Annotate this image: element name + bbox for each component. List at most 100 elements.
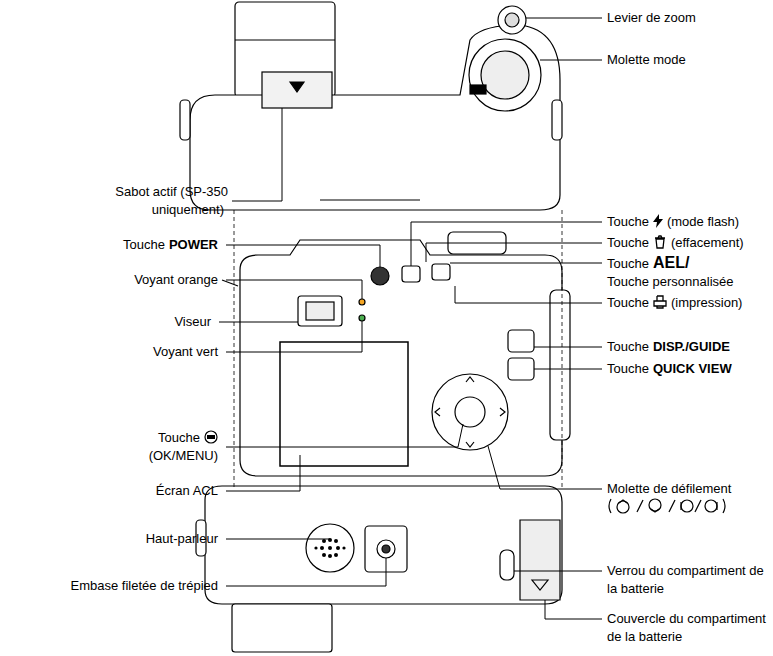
callout-label: Molette de défilement [607,480,735,517]
leader-line [450,263,602,264]
strap-eyelet [552,100,562,140]
part-label: Touche [158,430,200,445]
part-label: Touche [607,339,649,354]
drawing-part [609,499,725,513]
callout-label: Embase filetée de trépied [71,577,222,595]
green-lamp [359,315,365,321]
leader-line [540,60,602,61]
leader-line [232,108,282,201]
leader-line [226,424,463,447]
leader-line [226,280,362,299]
part-label: Haut-parleur [146,531,218,546]
part-label: (mode flash) [667,214,739,229]
part-label: Voyant orange [134,272,218,287]
print-icon [653,295,667,309]
leader-lines [219,18,602,619]
grip [550,290,570,440]
leader-line [534,347,602,348]
drawing-part [653,214,663,228]
leader-line [226,245,380,267]
camera-body-top [190,25,560,210]
part-label: Touche [607,214,649,229]
drawing-part [723,499,725,513]
part-label: Molette mode [607,52,686,67]
part-label: Embase filetée de trépied [71,578,218,593]
button-symbol [204,430,222,445]
orange-lamp [359,299,365,305]
strap-eyelet [180,100,190,140]
shutter-button [505,13,519,27]
leader-line [226,539,330,540]
callout-label: Touche(impression) [607,294,746,312]
drawing-part [681,500,693,512]
part-label: AEL/ [653,254,689,271]
part-label: (OK/MENU) [149,448,218,463]
leader-line [534,369,602,370]
part-label: POWER [169,237,218,252]
callout-label: Touche (mode flash) [607,213,743,231]
drawing-part [609,499,611,513]
part-label: Voyant vert [153,344,218,359]
part-label: Touche [607,256,649,271]
callout-label: ToucheAEL/Touche personnalisée [607,254,737,291]
part-label: Touche [607,235,649,250]
button-symbol [653,214,667,229]
power-button [371,267,389,285]
callout-label: Touche POWER [123,236,222,254]
leader-line [455,286,602,303]
drawing-part [654,296,666,308]
drawing-part [716,502,717,510]
button-symbol [653,295,671,310]
battery-lock [500,550,514,580]
erase-icon [653,235,667,249]
drawing-part [328,546,332,550]
part-label: QUICK VIEW [653,361,732,376]
back-view [222,232,570,476]
ok-button [455,397,485,427]
drawing-part [651,509,659,512]
leader-line [545,600,602,619]
callout-label: ToucheQUICK VIEW [607,360,736,378]
drawing-part [336,546,340,550]
shoe-mark [290,82,304,92]
part-label: Molette de défilement [607,481,731,496]
drawing-part [342,546,345,549]
part-label: Touche [123,237,165,252]
drawing-part [705,500,717,512]
callout-label: Molette mode [607,51,690,69]
callout-label: Touche DISP./GUIDE [607,338,734,356]
leader-line [488,446,602,489]
viewfinder [298,296,342,326]
leader-line [514,571,602,572]
part-label: DISP./GUIDE [653,339,730,354]
callout-label: Voyant vert [153,343,222,361]
alignment-line [234,210,235,490]
ael-button [432,264,450,280]
hot-shoe [262,72,332,108]
drawing-part [695,500,701,512]
callout-label: Haut-parleur [146,530,222,548]
scroll-dial [432,374,508,450]
mode-dial-inner [481,51,529,99]
tripod-hole [382,545,390,553]
lens-ring [235,39,335,40]
ok-icon [204,430,218,444]
drawing-part [320,546,324,550]
top-buttons-edge [320,199,420,200]
button-symbol [607,500,731,515]
mode-auto-mark [470,85,486,94]
flash-button [402,266,420,282]
drawing-part [680,502,681,510]
leader-line [219,322,298,323]
drawing-part [619,500,627,503]
drawing-part [207,435,215,439]
bottom-view [196,486,562,652]
drawing-part [314,546,317,549]
part-label: (effacement) [671,235,744,250]
callout-label: Couvercle du compartiment de la batterie [607,610,772,646]
speaker [306,524,354,572]
drawing-part [322,539,326,543]
part-label: Écran ACL [156,483,218,498]
